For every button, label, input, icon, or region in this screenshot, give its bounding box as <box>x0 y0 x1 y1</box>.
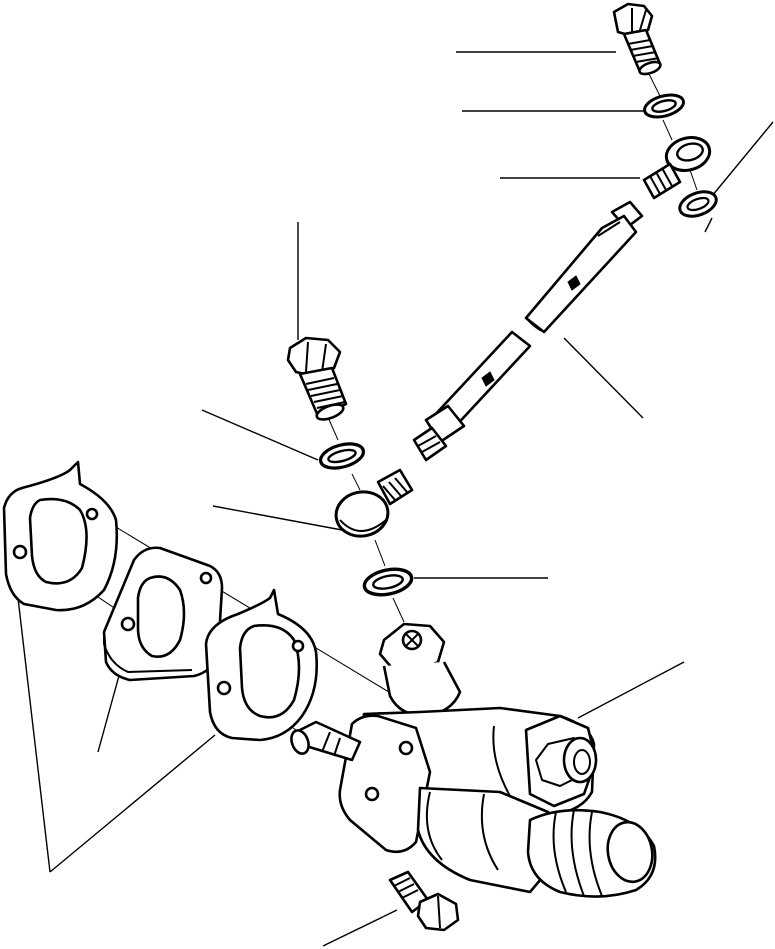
callout-leaders <box>17 51 774 947</box>
lower-sealing-washer <box>318 442 366 470</box>
axis-lower-fitting <box>374 539 386 567</box>
leader-right-washer-a <box>711 121 774 197</box>
right-sealing-washer <box>678 190 718 218</box>
lower-banjo-fitting <box>334 468 414 538</box>
leader-lower-washer <box>201 409 319 461</box>
leader-pump-body <box>577 661 685 719</box>
leader-gasket-a <box>17 597 51 873</box>
axis-lower-washer <box>351 473 361 491</box>
leader-right-washer-b <box>704 217 713 233</box>
top-sealing-washer <box>643 93 685 119</box>
leader-gasket-b <box>49 734 216 873</box>
spacer-block <box>102 546 224 682</box>
top-banjo-fitting <box>642 136 712 200</box>
axis-top-washer <box>662 119 673 141</box>
fuel-pipe <box>412 200 644 462</box>
leader-spacer <box>97 671 121 753</box>
top-banjo-bolt <box>612 2 662 76</box>
pump-sealing-washer <box>362 567 414 597</box>
axis-pump-washer <box>392 597 405 623</box>
feed-pump-body <box>290 622 657 898</box>
lower-banjo-bolt <box>286 336 348 421</box>
axis-right-washer <box>689 169 698 191</box>
gasket-front <box>204 588 318 742</box>
leader-lower-banjo-fitting <box>212 505 343 531</box>
gasket-rear <box>2 460 119 612</box>
leader-fuel-pipe <box>563 337 644 419</box>
mounting-bolt <box>388 870 460 932</box>
leader-mount-bolt <box>322 909 398 947</box>
